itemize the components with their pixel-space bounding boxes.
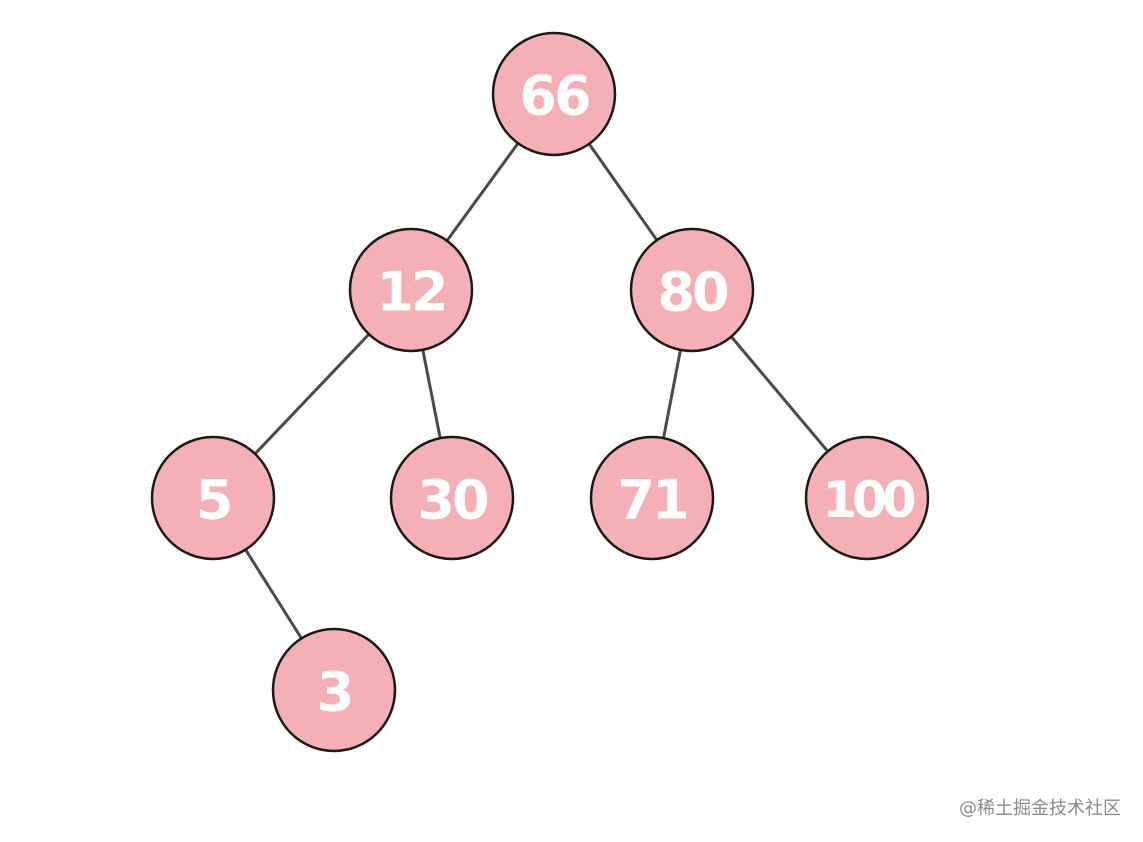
node-label: 5 xyxy=(196,469,231,532)
node-label: 80 xyxy=(657,261,727,324)
node-label: 66 xyxy=(519,65,589,128)
node-circle xyxy=(389,435,515,561)
tree-edges xyxy=(211,92,869,692)
node-label: 100 xyxy=(822,471,915,529)
node-label: 3 xyxy=(317,661,352,724)
node-circle xyxy=(150,435,276,561)
tree-nodes: 66 12 80 5 30 71 100 3 xyxy=(150,31,930,753)
node-label: 12 xyxy=(376,261,445,324)
node-label: 71 xyxy=(617,469,686,532)
tree-node-100: 100 xyxy=(804,435,930,561)
tree-node-5: 5 xyxy=(150,435,276,561)
node-circle xyxy=(629,227,755,353)
tree-node-66: 66 xyxy=(491,31,617,157)
node-circle xyxy=(491,31,617,157)
node-circle xyxy=(589,435,715,561)
node-circle xyxy=(271,627,397,753)
tree-node-3: 3 xyxy=(271,627,397,753)
tree-node-12: 12 xyxy=(348,227,474,353)
watermark-text: @稀土掘金技术社区 xyxy=(959,798,1121,819)
node-label: 30 xyxy=(417,469,487,532)
node-circle xyxy=(804,435,930,561)
tree-node-71: 71 xyxy=(589,435,715,561)
tree-node-80: 80 xyxy=(629,227,755,353)
tree-node-30: 30 xyxy=(389,435,515,561)
node-circle xyxy=(348,227,474,353)
